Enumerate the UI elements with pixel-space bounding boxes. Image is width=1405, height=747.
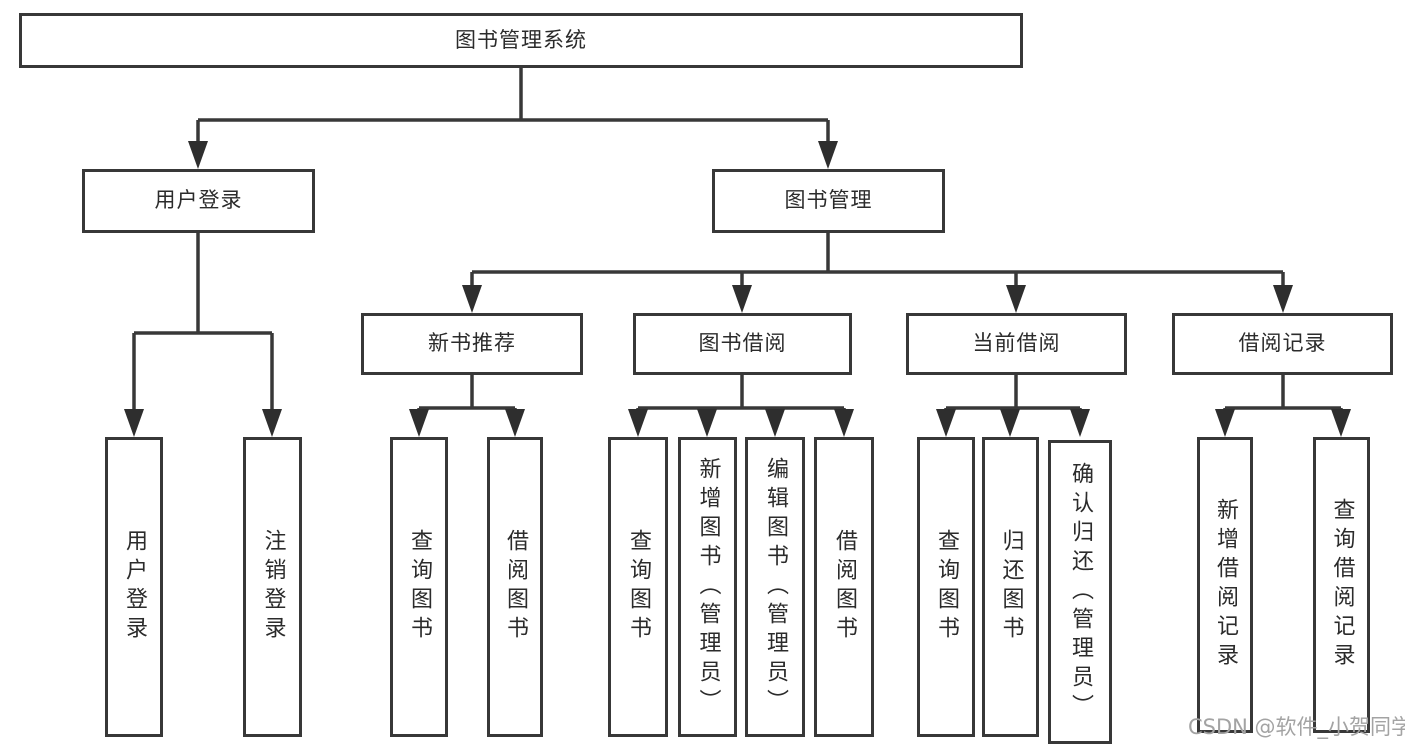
- watermark: CSDN @软件_小贺同学: [1188, 715, 1405, 739]
- leaf-records-add-record: 新增借阅记录: [1197, 437, 1253, 733]
- leaf-borrow-add-books-admin: 新增图书（管理员）: [678, 437, 737, 737]
- leaf-current-confirm-return-admin: 确认归还（管理员）: [1048, 440, 1112, 744]
- leaf-recommend-borrow-books: 借阅图书: [487, 437, 543, 737]
- arrowhead-icons: [124, 141, 1351, 437]
- leaf-borrow-edit-books-admin: 编辑图书（管理员）: [745, 437, 805, 737]
- leaf-borrow-borrow-books: 借阅图书: [814, 437, 874, 737]
- node-new-book-recommend: 新书推荐: [361, 313, 583, 375]
- leaf-current-return-books: 归还图书: [982, 437, 1039, 737]
- leaf-borrow-query-books: 查询图书: [608, 437, 668, 737]
- node-user-login: 用户登录: [82, 169, 315, 233]
- leaf-current-query-books: 查询图书: [917, 437, 975, 737]
- leaf-records-query-record: 查询借阅记录: [1313, 437, 1370, 733]
- leaf-recommend-query-books: 查询图书: [390, 437, 448, 737]
- leaf-logout: 注销登录: [243, 437, 302, 737]
- node-book-borrow: 图书借阅: [633, 313, 852, 375]
- node-current-borrow: 当前借阅: [906, 313, 1127, 375]
- node-root-library-system: 图书管理系统: [19, 13, 1023, 68]
- node-book-management: 图书管理: [712, 169, 945, 233]
- node-borrow-records: 借阅记录: [1172, 313, 1393, 375]
- leaf-user-login: 用户登录: [105, 437, 163, 737]
